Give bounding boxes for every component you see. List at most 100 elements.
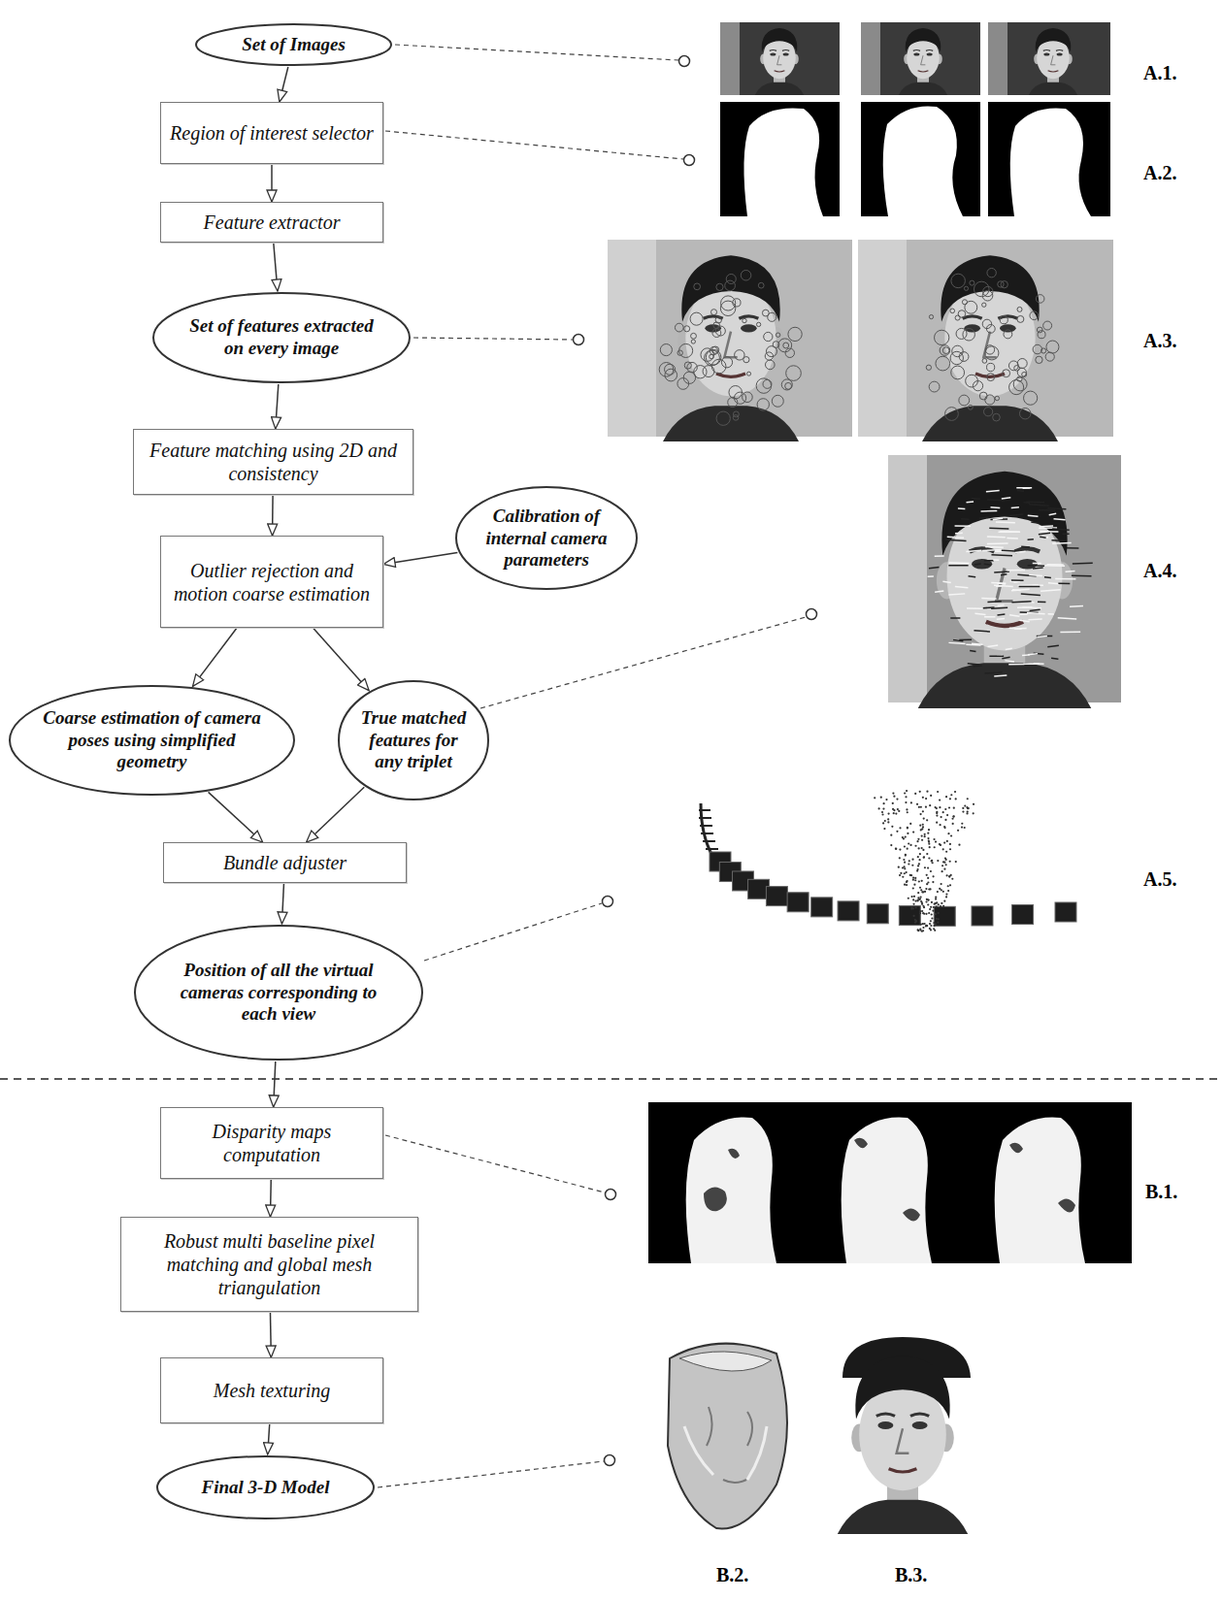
point-cloud-dot — [907, 897, 910, 900]
point-cloud-dot — [945, 863, 948, 866]
match-track — [1017, 490, 1024, 493]
camera-icon — [971, 906, 993, 926]
match-track — [1023, 501, 1031, 504]
feature-circle — [928, 381, 940, 393]
match-track — [950, 617, 960, 620]
flow-arrow — [269, 1179, 272, 1218]
feature-circle — [1003, 330, 1013, 339]
point-cloud-dot — [929, 870, 932, 873]
text-wrap: Region of interest selector — [166, 121, 377, 145]
roi-masks — [720, 101, 1111, 217]
match-track — [996, 618, 1005, 621]
point-cloud-dot — [922, 912, 925, 915]
point-cloud-dot — [932, 924, 935, 927]
point-cloud-dot — [934, 841, 937, 844]
flow-arrow — [273, 242, 278, 292]
point-cloud-dot — [949, 884, 952, 887]
point-cloud-dot — [932, 927, 935, 930]
point-cloud-dot — [914, 845, 917, 848]
point-cloud-dot — [949, 797, 952, 800]
process-box: Outlier rejection and motion coarse esti… — [160, 535, 384, 628]
point-cloud-dot — [905, 790, 908, 793]
feature-circle — [963, 286, 968, 291]
match-track — [1012, 589, 1022, 592]
match-track — [1049, 513, 1057, 515]
match-track — [1011, 589, 1030, 591]
flow-arrow — [273, 1061, 276, 1108]
point-cloud-dot — [924, 806, 927, 809]
point-cloud-dot — [913, 895, 916, 898]
point-cloud-dot — [940, 889, 943, 892]
point-cloud-dot — [954, 791, 957, 793]
point-cloud-dot — [920, 828, 923, 831]
point-cloud-dot — [920, 806, 923, 809]
point-cloud-dot — [966, 807, 969, 810]
point-cloud-dot — [903, 861, 906, 864]
match-track — [927, 575, 934, 578]
feature-circle — [979, 392, 988, 400]
point-cloud-dot — [927, 857, 930, 859]
match-track — [1047, 507, 1066, 510]
match-track — [971, 643, 983, 645]
point-cloud-dot — [882, 807, 885, 810]
point-cloud-dot — [953, 815, 956, 818]
match-track — [948, 594, 965, 595]
match-track — [1019, 620, 1029, 622]
match-track — [993, 571, 1010, 573]
process-box: Robust multi baseline pixel matching and… — [120, 1217, 419, 1313]
match-track — [948, 642, 965, 644]
point-cloud-dot — [921, 891, 924, 893]
point-cloud-dot — [924, 891, 926, 893]
feature-circle — [982, 359, 988, 364]
feature-circle — [1036, 327, 1043, 333]
match-track — [1036, 635, 1053, 638]
feature-circle — [788, 327, 802, 341]
point-cloud-dot — [919, 813, 922, 816]
point-cloud-dot — [918, 847, 921, 850]
match-track — [1051, 539, 1065, 542]
match-track — [1009, 514, 1024, 516]
match-track — [1069, 605, 1084, 608]
feature-circle — [742, 318, 747, 323]
feature-circle — [684, 326, 691, 332]
match-track — [1027, 618, 1042, 621]
point-cloud-dot — [926, 881, 929, 884]
point-cloud-dot — [926, 903, 929, 906]
match-track — [1048, 613, 1055, 616]
match-track — [1059, 630, 1081, 633]
point-cloud-dot — [932, 838, 935, 841]
match-track — [987, 542, 1009, 545]
process-box: Feature extractor — [160, 201, 384, 243]
match-track — [1019, 586, 1041, 589]
feature-circle — [969, 280, 975, 286]
point-cloud-dot — [922, 825, 925, 828]
point-cloud-dot — [902, 837, 905, 840]
feature-circle — [1035, 295, 1045, 304]
match-track — [982, 549, 1003, 552]
feature-circle — [659, 363, 674, 378]
point-cloud-dot — [882, 802, 885, 805]
flow-arrow — [269, 1312, 272, 1358]
point-cloud-dot — [935, 814, 938, 817]
match-track — [1048, 582, 1059, 585]
data-ellipse: True matched features for any triplet — [336, 679, 491, 802]
camera-icon — [1012, 905, 1034, 925]
match-track — [1011, 506, 1020, 509]
point-cloud-dot — [927, 888, 930, 891]
data-ellipse: Final 3-D Model — [155, 1454, 376, 1521]
text-wrap: Mesh texturing — [166, 1379, 377, 1403]
point-cloud-dot — [891, 802, 894, 805]
feature-circle — [992, 413, 1001, 422]
point-cloud-dot — [922, 905, 925, 908]
point-cloud-dot — [943, 841, 946, 844]
match-track — [1028, 504, 1050, 506]
feature-circle — [747, 371, 752, 376]
point-cloud-dot — [921, 839, 924, 842]
point-cloud-dot — [923, 857, 925, 859]
point-cloud-dot — [944, 808, 947, 811]
text-wrap: Coarse estimation of camera poses using … — [42, 707, 263, 774]
point-cloud-dot — [925, 898, 928, 901]
process-box: Disparity maps computation — [160, 1107, 384, 1180]
point-cloud-dot — [913, 884, 916, 887]
